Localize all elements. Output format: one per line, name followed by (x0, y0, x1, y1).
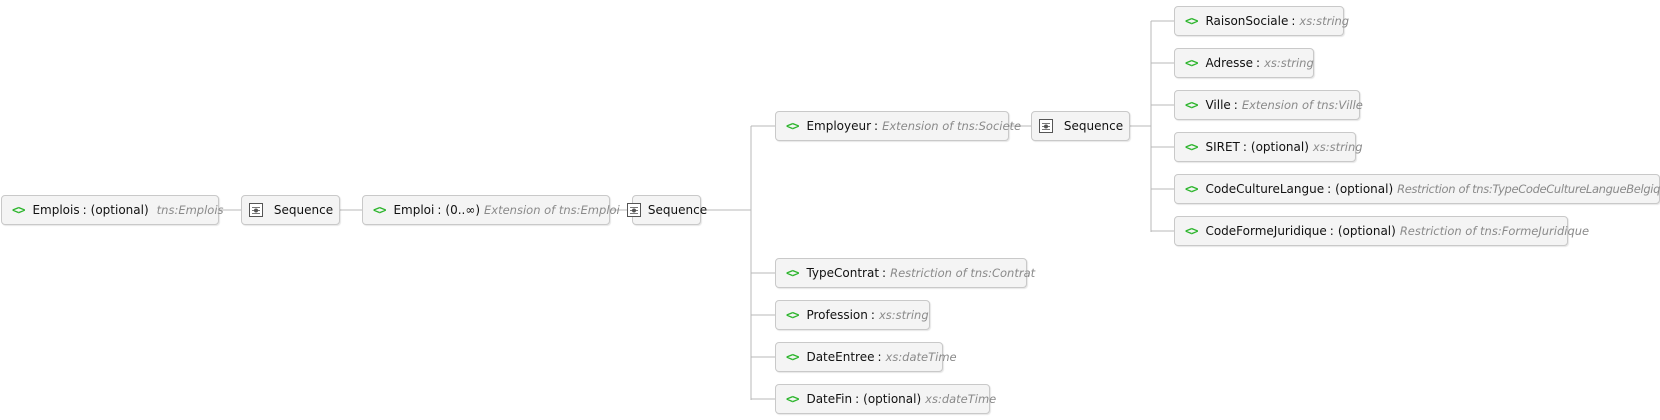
element-node-ville[interactable]: <> Ville: Extension of tns:Ville (1174, 90, 1363, 120)
element-icon: <> (1185, 140, 1198, 154)
element-icon: <> (786, 308, 799, 322)
element-type: Extension of tns:Societe (882, 119, 1022, 133)
name-separator: : (1291, 14, 1296, 28)
element-occurrence: (optional) (863, 392, 922, 406)
sequence-icon (248, 203, 263, 217)
element-node-profession[interactable]: <> Profession: xs:string (775, 300, 930, 330)
name-separator: : (1327, 182, 1332, 196)
element-node-typecontrat[interactable]: <> TypeContrat: Restriction of tns:Contr… (775, 258, 1035, 288)
element-name: RaisonSociale (1205, 14, 1289, 28)
sequence-label: Sequence (647, 203, 708, 217)
element-type: Restriction of tns:Contrat (890, 266, 1036, 280)
element-name: Emploi (393, 203, 435, 217)
element-type: xs:dateTime (885, 350, 957, 364)
element-name: DateEntree (806, 350, 875, 364)
name-separator: : (1329, 224, 1334, 238)
element-node-dateentree[interactable]: <> DateEntree: xs:dateTime (775, 342, 957, 372)
name-separator: : (874, 119, 879, 133)
element-icon: <> (786, 350, 799, 364)
element-icon: <> (1185, 224, 1198, 238)
element-node-codeculturelangue[interactable]: <> CodeCultureLangue: (optional) Restric… (1174, 174, 1660, 204)
element-icon: <> (1185, 56, 1198, 70)
element-icon: <> (12, 203, 25, 217)
element-name: Ville (1205, 98, 1231, 112)
element-name: Profession (806, 308, 868, 322)
element-icon: <> (786, 119, 799, 133)
element-occurrence: (optional) (1335, 182, 1394, 196)
element-name: SIRET (1205, 140, 1240, 154)
element-icon: <> (1185, 98, 1198, 112)
element-type: Restriction of tns:TypeCodeCultureLangue… (1397, 182, 1660, 196)
name-separator: : (437, 203, 442, 217)
element-icon: <> (786, 392, 799, 406)
sequence-label: Sequence (273, 203, 334, 217)
sequence-node[interactable]: Sequence (1031, 111, 1130, 141)
element-node-employeur[interactable]: <> Employeur: Extension of tns:Societe (775, 111, 1021, 141)
element-name: TypeContrat (806, 266, 880, 280)
element-occurrence: (optional) (1337, 224, 1396, 238)
element-name: CodeCultureLangue (1205, 182, 1325, 196)
name-separator: : (855, 392, 860, 406)
name-separator: : (882, 266, 887, 280)
element-name: Emplois (32, 203, 80, 217)
element-type: Extension of tns:Ville (1241, 98, 1363, 112)
element-node-emploi[interactable]: <> Emploi: (0..∞) Extension of tns:Emplo… (362, 195, 620, 225)
name-separator: : (1242, 140, 1247, 154)
element-occurrence: (optional) (90, 203, 149, 217)
element-node-siret[interactable]: <> SIRET: (optional) xs:string (1174, 132, 1363, 162)
element-type: Extension of tns:Emploi (484, 203, 620, 217)
element-name: Employeur (806, 119, 872, 133)
sequence-icon (1038, 119, 1053, 133)
element-occurrence: (0..∞) (445, 203, 481, 217)
element-type: tns:Emplois (156, 203, 224, 217)
element-icon: <> (373, 203, 386, 217)
sequence-node[interactable]: Sequence (626, 195, 707, 225)
element-occurrence: (optional) (1250, 140, 1309, 154)
name-separator: : (870, 308, 875, 322)
element-icon: <> (1185, 182, 1198, 196)
element-type: xs:string (1264, 56, 1314, 70)
element-node-datefin[interactable]: <> DateFin: (optional) xs:dateTime (775, 384, 996, 414)
sequence-node[interactable]: Sequence (241, 195, 340, 225)
element-icon: <> (1185, 14, 1198, 28)
element-node-adresse[interactable]: <> Adresse: xs:string (1174, 48, 1314, 78)
name-separator: : (82, 203, 87, 217)
element-type: xs:string (1299, 14, 1350, 28)
sequence-label: Sequence (1063, 119, 1124, 133)
element-node-raisonsociale[interactable]: <> RaisonSociale: xs:string (1174, 6, 1349, 36)
element-node-codeformejuridique[interactable]: <> CodeFormeJuridique: (optional) Restri… (1174, 216, 1589, 246)
element-type: xs:dateTime (925, 392, 997, 406)
name-separator: : (877, 350, 882, 364)
element-name: DateFin (806, 392, 853, 406)
name-separator: : (1233, 98, 1238, 112)
element-name: CodeFormeJuridique (1205, 224, 1327, 238)
element-icon: <> (786, 266, 799, 280)
element-name: Adresse (1205, 56, 1254, 70)
sequence-icon (626, 203, 641, 217)
element-type: xs:string (878, 308, 929, 322)
element-type: Restriction of tns:FormeJuridique (1399, 224, 1590, 238)
name-separator: : (1256, 56, 1261, 70)
element-type: xs:string (1312, 140, 1363, 154)
element-node-emplois[interactable]: <> Emplois: (optional) tns:Emplois (1, 195, 224, 225)
